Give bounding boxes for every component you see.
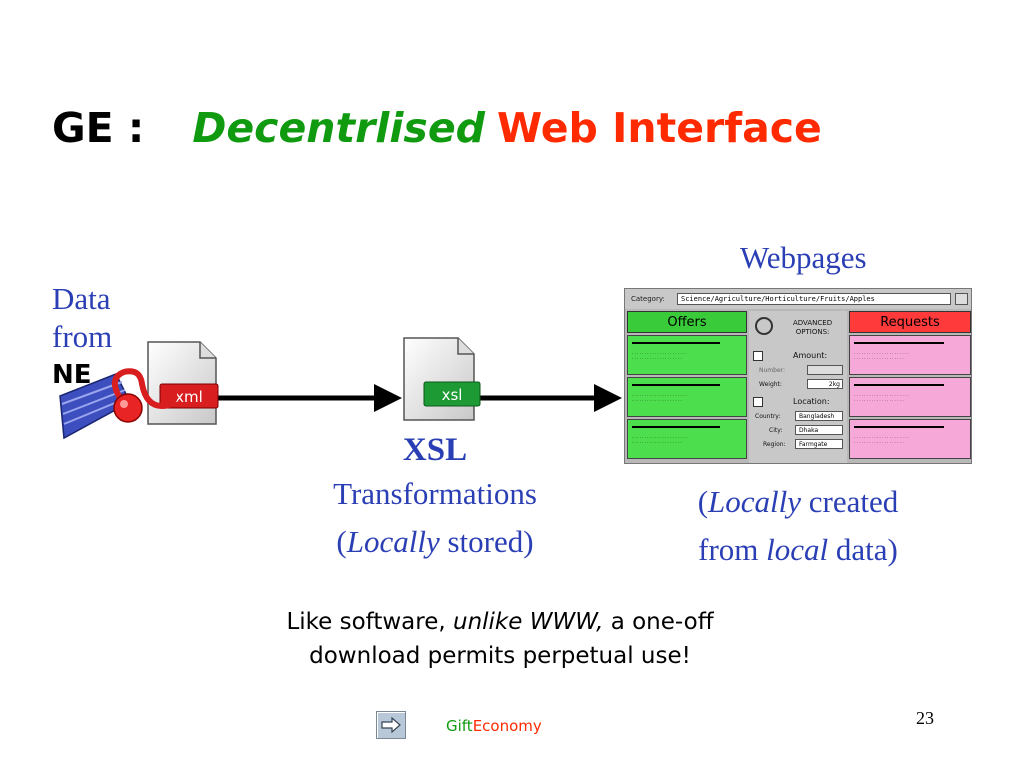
xsl-title: XSL bbox=[402, 432, 468, 468]
amount-label: Amount: bbox=[793, 351, 828, 360]
footer-brand: GiftEconomy bbox=[446, 717, 542, 735]
source-line2: from bbox=[52, 319, 113, 354]
offers-column: Offers . . . . . . . . . . . . . . . . .… bbox=[627, 311, 747, 463]
region-label: Region: bbox=[763, 441, 786, 448]
xml-file-icon: xml bbox=[111, 341, 219, 425]
title-rest: Web Interface bbox=[496, 104, 822, 152]
offer-card: . . . . . . . . . . . . . . . . . . . . … bbox=[627, 377, 747, 417]
weight-field[interactable]: 2kg bbox=[807, 379, 843, 389]
created-line1: (Locally created bbox=[697, 484, 899, 519]
webpage-mockup: Category: Science/Agriculture/Horticultu… bbox=[624, 288, 972, 464]
offer-card: . . . . . . . . . . . . . . . . . . . . … bbox=[627, 335, 747, 375]
xml-icon-label: xml bbox=[175, 388, 203, 406]
requests-header: Requests bbox=[849, 311, 971, 333]
xsl-icon-label: xsl bbox=[442, 386, 463, 404]
region-field[interactable]: Farmgate bbox=[795, 439, 843, 449]
magnifier-icon bbox=[755, 317, 773, 335]
webpages-label: Webpages bbox=[740, 240, 867, 275]
title-prefix: GE : bbox=[52, 104, 145, 152]
title-italic: Decentrlised bbox=[192, 104, 485, 152]
next-slide-arrow-icon[interactable] bbox=[376, 711, 406, 739]
offer-card: . . . . . . . . . . . . . . . . . . . . … bbox=[627, 419, 747, 459]
number-field[interactable] bbox=[807, 365, 843, 375]
country-label: Country: bbox=[755, 413, 781, 420]
request-card: . . . . . . . . . . . . . . . . . . . . … bbox=[849, 377, 971, 417]
category-bar: Category: Science/Agriculture/Horticultu… bbox=[625, 289, 971, 309]
source-label: Data from NE bbox=[52, 280, 112, 394]
city-field[interactable]: Dhaka bbox=[795, 425, 843, 435]
category-go-icon bbox=[955, 293, 968, 305]
note-line1: Like software, unlike WWW, a one-off bbox=[286, 609, 714, 635]
xsl-line2: Transformations bbox=[333, 476, 537, 511]
requests-column: Requests . . . . . . . . . . . . . . . .… bbox=[849, 311, 971, 463]
weight-label: Weight: bbox=[759, 381, 782, 388]
number-label: Number: bbox=[759, 367, 786, 374]
xsl-file-icon: xsl bbox=[403, 337, 481, 421]
arrow-xsl-to-webpage bbox=[478, 384, 622, 412]
request-card: . . . . . . . . . . . . . . . . . . . . … bbox=[849, 419, 971, 459]
source-line1: Data bbox=[52, 281, 111, 316]
request-card: . . . . . . . . . . . . . . . . . . . . … bbox=[849, 335, 971, 375]
usage-note: Like software, unlike WWW, a one-off dow… bbox=[200, 605, 800, 673]
xsl-line3: (Locally stored) bbox=[336, 524, 534, 559]
offers-header: Offers bbox=[627, 311, 747, 333]
page-number: 23 bbox=[916, 708, 934, 728]
location-checkbox[interactable] bbox=[753, 397, 763, 407]
xsl-caption: XSL Transformations (Locally stored) bbox=[290, 430, 580, 566]
amount-checkbox[interactable] bbox=[753, 351, 763, 361]
category-field: Science/Agriculture/Horticulture/Fruits/… bbox=[677, 293, 951, 305]
city-label: City: bbox=[769, 427, 783, 434]
note-line2: download permits perpetual use! bbox=[309, 643, 691, 669]
created-line2: from local data) bbox=[698, 532, 898, 567]
arrow-xml-to-xsl bbox=[218, 384, 402, 412]
webpage-caption: (Locally created from local data) bbox=[648, 478, 948, 574]
location-label: Location: bbox=[793, 397, 830, 406]
source-line3: NE bbox=[52, 360, 92, 390]
country-field[interactable]: Bangladesh bbox=[795, 411, 843, 421]
category-label: Category: bbox=[631, 295, 665, 303]
